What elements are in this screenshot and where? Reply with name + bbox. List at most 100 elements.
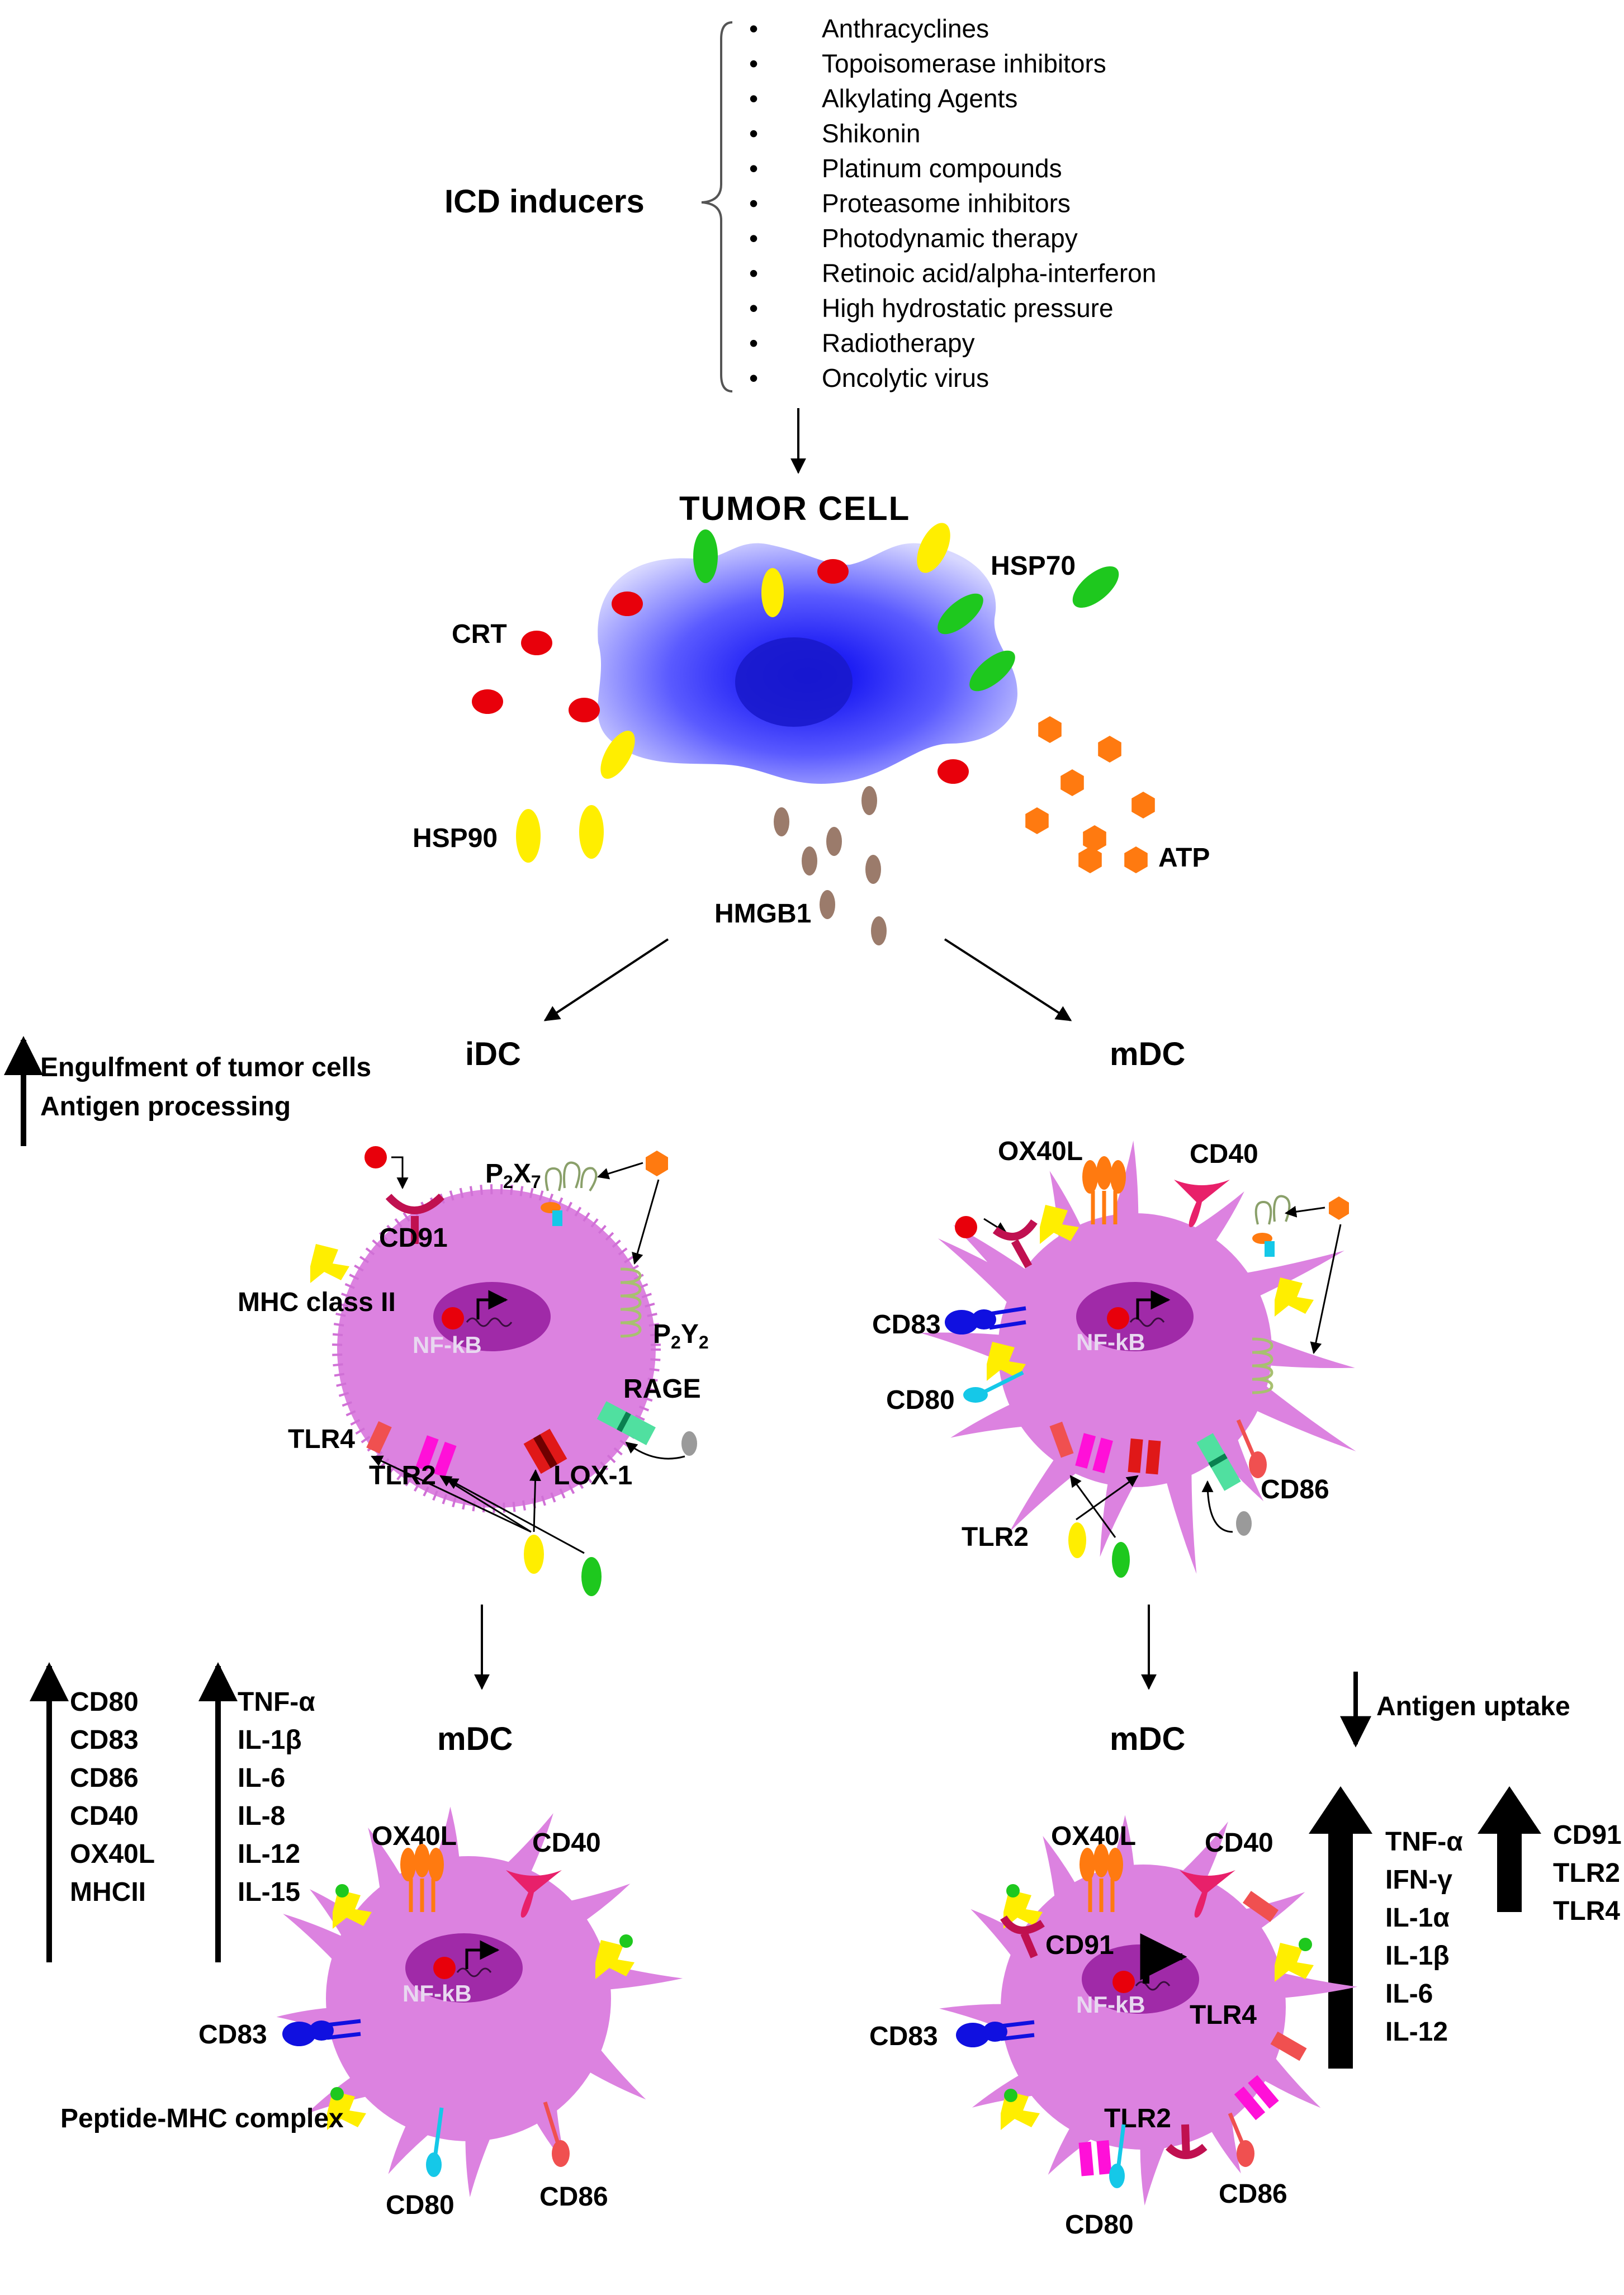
inducer-item: Anthracyclines [822, 14, 989, 43]
atp-label: ATP [1158, 843, 1210, 873]
inducer-item: High hydrostatic pressure [822, 294, 1114, 323]
mdc-bl-nfkb: NF-kB [403, 1980, 472, 2007]
dendrite [465, 2128, 495, 2197]
idc-cd91-label: CD91 [379, 1223, 448, 1253]
tumor-damps [569, 523, 1015, 784]
hmgb1-molecule [802, 846, 817, 876]
dendrite [1236, 1250, 1344, 1300]
crt-molecule [569, 698, 600, 722]
hsp90-molecule [516, 809, 541, 863]
cytokine-up-item: IL-8 [238, 1801, 285, 1831]
idc-p2y2-label: P2Y2 [653, 1319, 709, 1352]
rage-receptor [1196, 1433, 1241, 1491]
idc-p2x7-label: P2X7 [485, 1159, 541, 1192]
cd80-receptor [1109, 2124, 1126, 2188]
mdc-br-dendrites [939, 1815, 1358, 2206]
inducer-item: Topoisomerase inhibitors [822, 49, 1106, 78]
tlr2-receptor [415, 1435, 457, 1478]
hsp90-molecule [579, 805, 604, 859]
atp-molecule [1025, 807, 1049, 834]
pmhc-complex [1003, 1884, 1043, 1929]
crt-molecule [817, 559, 849, 584]
inducer-list: • Anthracyclines • Topoisomerase inhibitors… [749, 14, 1156, 392]
pmhc-complex [1001, 2089, 1040, 2130]
hsp90-molecule [1068, 1522, 1086, 1558]
mhc2-receptor [1275, 1277, 1314, 1317]
ox40l-receptor [1079, 1844, 1123, 1912]
mdc-bl-cd40-label: CD40 [532, 1828, 601, 1858]
tlr4-receptor [1242, 1891, 1279, 1922]
atp-molecule [1098, 736, 1121, 763]
arrow-tumor-to-idc [543, 938, 669, 1021]
mdc-right-cd86-label: CD86 [1261, 1475, 1329, 1504]
inducer-item: Retinoic acid/alpha-interferon [822, 259, 1156, 288]
cd40-receptor [1180, 1870, 1235, 1918]
atp-molecule [1083, 825, 1106, 852]
cd40-receptor [1174, 1180, 1230, 1227]
mdc-br-cd83-label: CD83 [869, 2022, 938, 2051]
inducer-bullet: • [749, 49, 758, 78]
inducer-brace [701, 21, 733, 392]
inducer-bullet: • [749, 119, 758, 148]
mdc-right-tlr2-label: TLR2 [962, 1522, 1029, 1552]
mdc-bl-cd80-label: CD80 [386, 2190, 454, 2220]
hsp90-label: HSP90 [413, 824, 498, 853]
inducer-bullet: • [749, 294, 758, 323]
cd91-receptor [1000, 1915, 1045, 1958]
cytokine-up-item: IL-12 [238, 1839, 300, 1869]
inducer-bullet: • [749, 329, 758, 358]
crt-label: CRT [452, 619, 507, 649]
arrow-atp-p2x7 [1284, 1205, 1325, 1218]
mdc-right-cd83-label: CD83 [872, 1310, 941, 1340]
arrow-ligand-rage [625, 1441, 685, 1460]
mdc-right-ox40l-label: OX40L [998, 1137, 1083, 1166]
cd40-receptor [506, 1870, 562, 1918]
arrow-atp-p2x7 [596, 1162, 643, 1180]
br-cytokine-item: IL-12 [1385, 2017, 1448, 2047]
hsp70-molecule [1112, 1542, 1130, 1578]
arrow-hsp-lox1 [1076, 1475, 1139, 1521]
hsp90-molecule [761, 568, 784, 617]
tlr4-receptor [366, 1421, 392, 1454]
lox1-receptor [523, 1428, 567, 1474]
crt-molecule [472, 689, 503, 714]
crt-molecule [955, 1216, 977, 1238]
dendrite [1248, 1379, 1356, 1451]
tlr2-receptor [1078, 2140, 1112, 2176]
tlr4-receptor [1270, 2031, 1307, 2061]
mdc-br-tlr4-label: TLR4 [1190, 2000, 1257, 2030]
br-receptors-up-arrow [1478, 1786, 1541, 1912]
inducer-item: Oncolytic virus [822, 363, 989, 392]
arrow-hsp-tlr4 [371, 1455, 532, 1533]
tumor-nucleus [735, 637, 853, 727]
inducer-item: Alkylating Agents [822, 84, 1017, 113]
ligand-molecule [681, 1431, 697, 1456]
atp-molecule [1078, 846, 1102, 873]
inducer-bullet: • [749, 84, 758, 113]
mdc-br-cell: NF-kB [939, 1815, 1358, 2206]
crt-molecule [612, 592, 643, 616]
hmgb1-cluster [774, 786, 887, 945]
cytokine-up-item: IL-15 [238, 1877, 300, 1907]
cd86-receptor [543, 2101, 570, 2167]
hsp70-molecule [581, 1557, 602, 1596]
idc-nfkb: NF-kB [413, 1332, 482, 1358]
tumor-cell-title: TUMOR CELL [679, 490, 910, 527]
br-cytokine-item: IL-1β [1385, 1941, 1450, 1971]
atp-cluster [1025, 716, 1155, 873]
mhc2-receptor [310, 1244, 349, 1283]
icd-inducers-title: ICD inducers [444, 183, 645, 220]
hmgb1-molecule [826, 827, 842, 856]
mdc-br-nfkb: NF-kB [1076, 1991, 1145, 2018]
dendrite [1164, 1463, 1197, 1574]
hmgb1-molecule [871, 916, 887, 945]
idc-mhc2-label: MHC class II [238, 1288, 396, 1317]
lox1-receptor [1128, 1438, 1161, 1475]
mdc-right-nfkb: NF-kB [1076, 1329, 1145, 1355]
br-receptor-item: TLR2 [1553, 1858, 1620, 1888]
crt-molecule [364, 1146, 387, 1168]
ligand-molecule [1236, 1511, 1252, 1536]
idc-tlr2-label: TLR2 [369, 1461, 436, 1490]
cd80-receptor [426, 2107, 444, 2177]
